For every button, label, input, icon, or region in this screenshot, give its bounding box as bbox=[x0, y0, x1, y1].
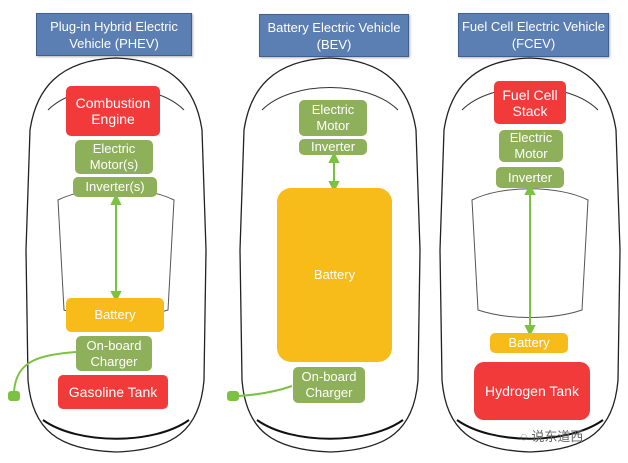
phev-electric-motor: Electric Motor(s) bbox=[75, 140, 153, 174]
combustion-engine: Combustion Engine bbox=[66, 86, 160, 136]
gasoline-tank: Gasoline Tank bbox=[58, 375, 168, 409]
phev-battery: Battery bbox=[66, 298, 164, 332]
fcev-battery: Battery bbox=[490, 333, 568, 353]
bev-battery: Battery bbox=[277, 188, 392, 362]
bev-car-outline bbox=[239, 57, 421, 453]
fcev-inverter: Inverter bbox=[496, 167, 564, 188]
bev-title: Battery Electric Vehicle (BEV) bbox=[259, 14, 409, 57]
bev-onboard-charger: On-board Charger bbox=[293, 367, 365, 403]
fuel-cell-stack: Fuel Cell Stack bbox=[494, 81, 566, 124]
bev-electric-motor: Electric Motor bbox=[299, 100, 367, 136]
bev-inverter: Inverter bbox=[299, 139, 367, 155]
watermark-text: 说东道西 bbox=[531, 429, 584, 444]
fcev-title: Fuel Cell Electric Vehicle (FCEV) bbox=[458, 13, 609, 57]
hydrogen-tank: Hydrogen Tank bbox=[474, 362, 590, 420]
phev-inverter: Inverter(s) bbox=[73, 177, 157, 197]
phev-charge-cable bbox=[13, 351, 77, 393]
phev-title: Plug-in Hybrid Electric Vehicle (PHEV) bbox=[36, 13, 192, 56]
wechat-icon: ◌ bbox=[520, 429, 532, 444]
bev-charge-cable bbox=[237, 385, 293, 397]
fcev-electric-motor: Electric Motor bbox=[499, 130, 563, 162]
phev-onboard-charger: On-board Charger bbox=[76, 336, 152, 371]
watermark: ◌ 说东道西 bbox=[520, 426, 628, 445]
